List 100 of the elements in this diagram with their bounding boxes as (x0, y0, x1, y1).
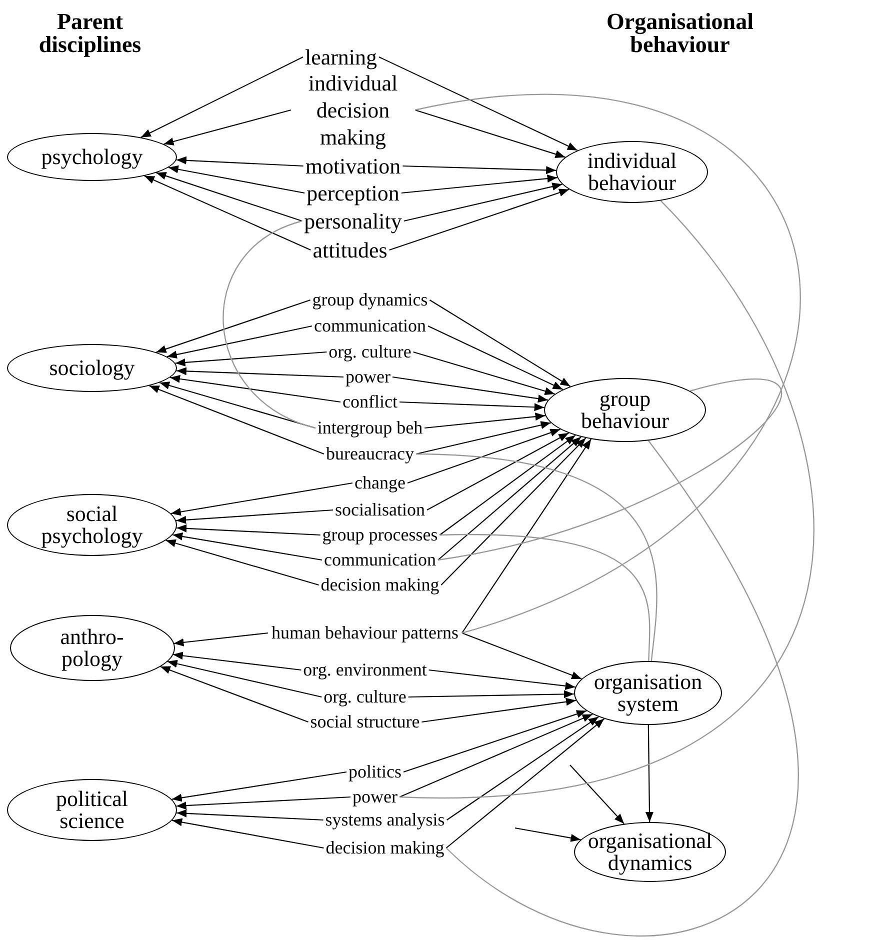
topic-label: learning (304, 44, 378, 70)
arrow (428, 669, 576, 690)
topic-label: org. environment (303, 660, 427, 680)
arrow (402, 165, 556, 174)
arrow (176, 367, 344, 378)
arrow (438, 436, 582, 560)
arrow (416, 421, 551, 455)
column-heading: Parent disciplines (38, 10, 142, 56)
topic-label: decision making (320, 574, 440, 596)
arrow (176, 509, 334, 524)
topic-label: motivation (305, 154, 401, 178)
topic-label: bureaucracy (326, 444, 414, 464)
topic-label: human behaviour patterns (270, 620, 460, 646)
arrow (172, 652, 302, 671)
topic-label: socialisation (335, 500, 425, 520)
topic-label: politics (348, 762, 402, 782)
arrow (174, 632, 268, 646)
arrow (570, 764, 624, 824)
connector-line (438, 379, 782, 561)
arrow (403, 710, 587, 773)
arrow (144, 175, 311, 250)
arrow (140, 56, 304, 138)
arrow (172, 771, 347, 802)
ellipse-node (7, 344, 177, 392)
arrow (156, 299, 310, 353)
arrow (407, 428, 560, 484)
arrow (378, 56, 578, 151)
topic-label: communication (324, 550, 436, 570)
node-label: psychology (41, 146, 143, 168)
topic-label: social structure (310, 712, 420, 732)
arrow (429, 300, 571, 387)
topic-label: org. culture (328, 342, 412, 362)
arrow (462, 632, 582, 680)
ellipse-node (7, 133, 177, 181)
topic-label: perception (306, 180, 400, 206)
node-label: sociology (49, 357, 135, 379)
node-label: individual behaviour (586, 150, 678, 194)
arrow (428, 326, 564, 390)
arrow (439, 434, 576, 536)
arrow (414, 109, 566, 158)
arrow (156, 172, 302, 222)
connector-line (399, 200, 814, 798)
arrow (166, 325, 312, 359)
arrow (399, 714, 593, 798)
topic-label: org. culture (324, 686, 406, 708)
arrow (446, 716, 599, 820)
arrow (422, 698, 576, 723)
arrow (440, 438, 586, 586)
arrow (168, 165, 305, 194)
arrow (176, 524, 320, 536)
arrow (514, 827, 581, 842)
node-label: group behaviour (580, 388, 670, 432)
arrow (426, 432, 569, 510)
arrow (413, 351, 555, 395)
topic-label: power (352, 786, 398, 808)
arrow (645, 725, 654, 822)
topic-label: personality (304, 208, 402, 234)
column-heading: Organisational behaviour (606, 10, 754, 56)
arrow (408, 690, 574, 698)
arrow (170, 374, 341, 403)
arrow (176, 796, 351, 810)
node-label: organisation system (592, 671, 704, 715)
topic-label: group dynamics (312, 290, 428, 310)
arrow (164, 109, 292, 146)
connector-line (446, 440, 798, 935)
topic-label: decision making (326, 838, 444, 858)
topic-label: attitudes (312, 238, 388, 262)
topic-label: group processes (322, 524, 438, 546)
arrow (149, 385, 324, 455)
arrow (176, 156, 304, 167)
arrow (389, 188, 570, 251)
arrow (399, 401, 544, 412)
ellipse-node (544, 378, 706, 442)
topic-label: communication (314, 316, 426, 336)
arrow (172, 818, 324, 849)
node-label: social psychology (40, 503, 144, 547)
topic-label: power (346, 366, 390, 388)
node-label: political science (54, 788, 130, 832)
topic-label: change (354, 472, 406, 494)
arrow (175, 351, 327, 366)
connector-line (440, 534, 650, 662)
connector-line (416, 453, 658, 662)
arrow (392, 376, 548, 403)
arrow (462, 438, 592, 634)
arrow (172, 532, 322, 561)
arrow (167, 660, 322, 698)
topic-label: systems analysis (325, 810, 445, 830)
topic-label: conflict (342, 392, 398, 412)
connector-line (222, 220, 316, 429)
topic-label: intergroup beh (317, 418, 423, 438)
arrow (446, 718, 605, 848)
node-label: anthro- pology (59, 626, 125, 670)
arrow (170, 482, 353, 516)
node-label: organisational dynamics (586, 830, 714, 874)
arrow (176, 809, 324, 821)
arrow (424, 412, 546, 429)
arrow (404, 182, 562, 222)
arrow (166, 539, 319, 586)
arrow (401, 174, 558, 194)
arrow (160, 666, 308, 723)
